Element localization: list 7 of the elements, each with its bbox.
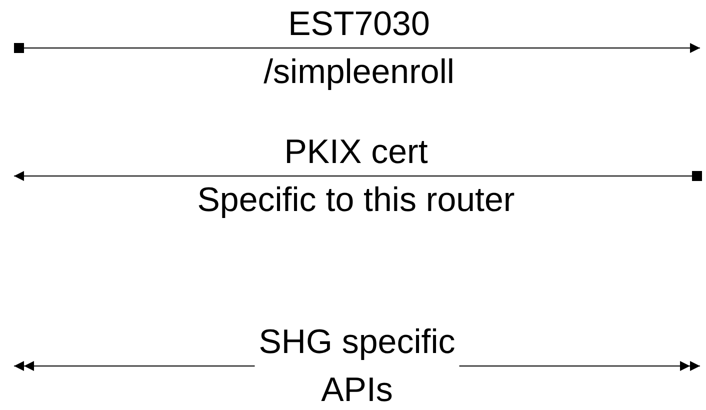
arrow	[24, 43, 700, 53]
edge-label: EST7030 /simpleenroll	[264, 4, 454, 93]
endpoint-square	[14, 43, 24, 53]
endpoint-square	[692, 171, 702, 181]
edge-label: PKIX cert Specific to this router	[197, 132, 515, 221]
message-label: SHG specific APIs	[258, 318, 456, 410]
arrow	[14, 171, 692, 181]
